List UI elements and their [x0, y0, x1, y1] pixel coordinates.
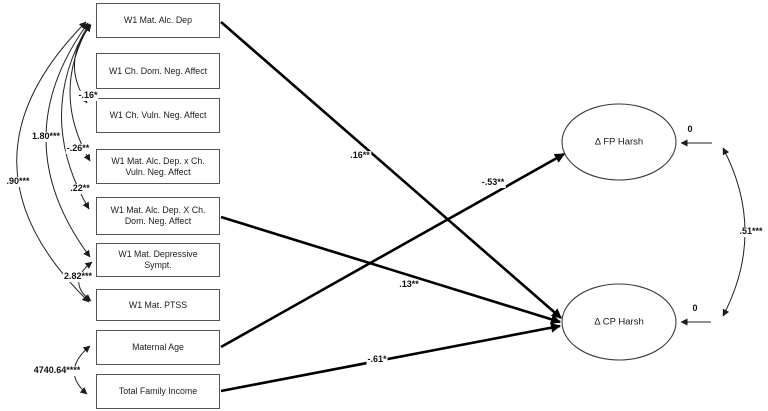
ellipse-cp-harsh — [561, 283, 677, 361]
cov-label-fp-cp-residuals: .51*** — [738, 226, 764, 237]
path-income-to-cp — [220, 322, 561, 393]
box-maternal-age: Maternal Age — [96, 330, 220, 365]
coef-maternalage-to-fp: -.53** — [480, 177, 506, 188]
cov-alcdep-ptss — [16, 21, 90, 303]
box-label: W1 Mat. Alc. Dep. x Ch. Vuln. Neg. Affec… — [111, 155, 205, 177]
cov-label-depressive-ptss: 2.82*** — [62, 271, 94, 282]
path-maternalage-to-fp — [220, 152, 565, 349]
box-interaction-vuln: W1 Mat. Alc. Dep. x Ch. Vuln. Neg. Affec… — [96, 149, 220, 184]
cov-alcdep-intdom — [61, 23, 90, 210]
label-fp-harsh: Δ FP Harsh — [594, 136, 644, 148]
cov-label-age-income: 4740.64**** — [32, 365, 82, 376]
cov-label-alcdep-ptss: .90*** — [5, 176, 31, 187]
intercept-label-cp: 0 — [691, 303, 699, 314]
box-interaction-dom: W1 Mat. Alc. Dep. X Ch. Dom. Neg. Affect — [96, 197, 220, 235]
path-alcdep-to-cp — [220, 21, 562, 319]
coef-income-to-cp: -.61* — [366, 354, 388, 365]
box-w1-mat-alc-dep: W1 Mat. Alc. Dep — [96, 3, 220, 38]
box-label: Maternal Age — [132, 342, 184, 352]
box-depressive-sympt: W1 Mat. Depressive Sympt. — [96, 243, 220, 277]
intercept-label-fp: 0 — [686, 124, 694, 135]
box-total-family-income: Total Family Income — [96, 374, 220, 409]
box-label: Total Family Income — [118, 386, 198, 396]
box-label: W1 Mat. Alc. Dep — [124, 15, 192, 25]
coef-alcdep-to-cp: .16** — [349, 150, 371, 161]
label-cp-harsh: Δ CP Harsh — [594, 316, 644, 328]
box-label: W1 Mat. Depressive Sympt. — [118, 249, 198, 270]
cov-label-alcdep-intdom: .22** — [69, 183, 91, 194]
box-label: W1 Ch. Dom. Neg. Affect — [108, 65, 208, 76]
box-label: W1 Ch. Vuln. Neg. Affect — [109, 110, 207, 120]
box-label: W1 Mat. Alc. Dep. X Ch. Dom. Neg. Affect — [110, 205, 206, 226]
box-w1-ch-vuln-neg-affect: W1 Ch. Vuln. Neg. Affect — [96, 98, 220, 133]
path-interactiondom-to-cp — [220, 215, 561, 325]
box-w1-ch-dom-neg-affect: W1 Ch. Dom. Neg. Affect — [96, 53, 220, 89]
box-mat-ptss: W1 Mat. PTSS — [96, 289, 220, 321]
ellipse-fp-harsh — [561, 103, 677, 181]
cov-label-alcdep-depressive: 1.80*** — [30, 131, 62, 142]
cov-label-alcdep-vuln: -.16* — [77, 90, 99, 101]
cov-label-alcdep-intvuln: -.26** — [65, 143, 91, 154]
box-label: W1 Mat. PTSS — [128, 299, 188, 310]
coef-interactiondom-to-cp: .13** — [398, 279, 420, 290]
